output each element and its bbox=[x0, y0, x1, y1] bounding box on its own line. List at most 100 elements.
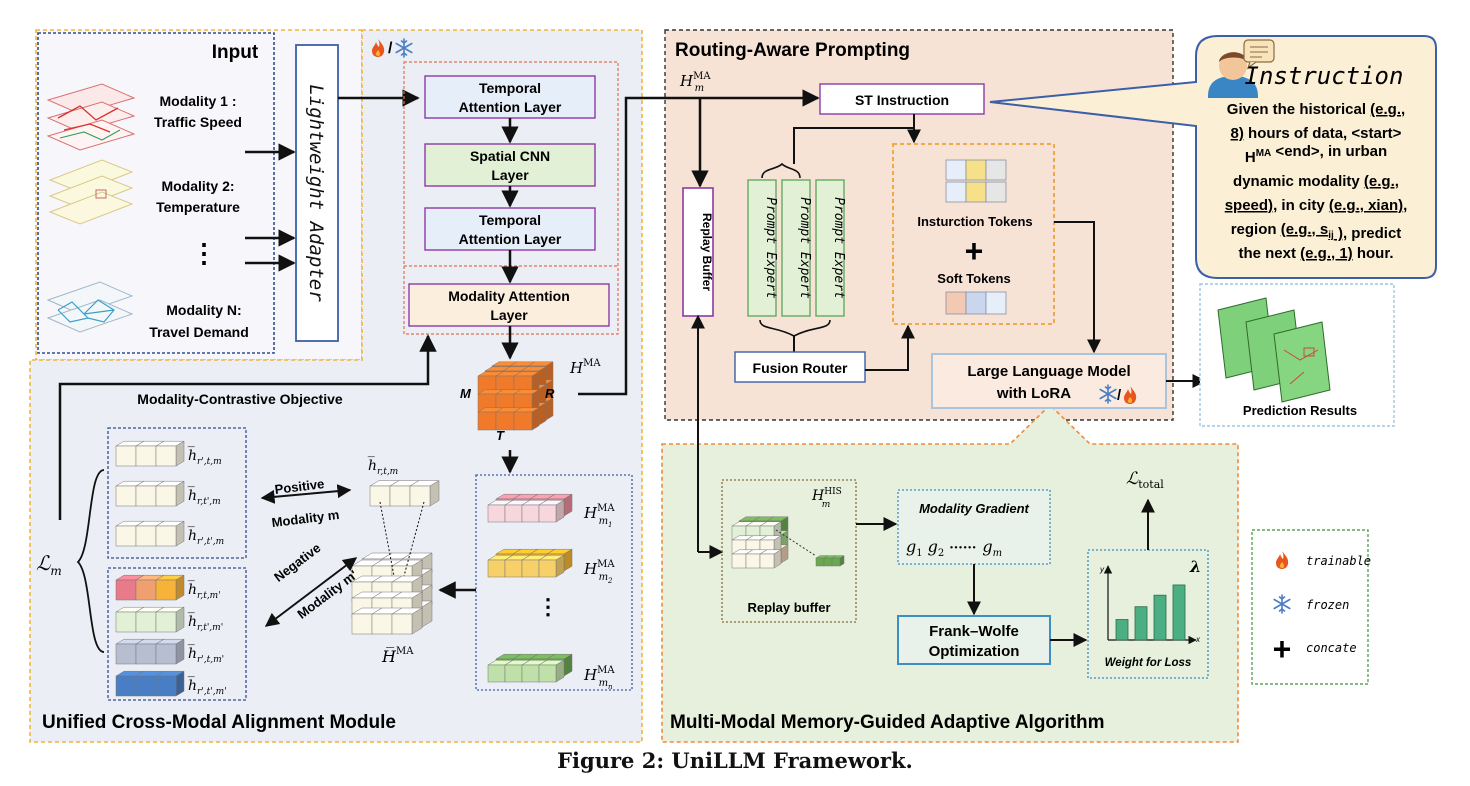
cube-m-label: M bbox=[460, 386, 472, 401]
modality-attention-layer bbox=[408, 283, 610, 327]
modality2-name: Temperature bbox=[156, 199, 240, 215]
soft-token bbox=[985, 291, 1007, 315]
modalityN-name: Travel Demand bbox=[149, 324, 249, 340]
sample-h-label: h̅r,t,m' bbox=[188, 579, 221, 601]
memory-cube bbox=[759, 549, 782, 569]
encoder-slash: / bbox=[388, 40, 393, 57]
modalityN-label: Modality N: bbox=[166, 302, 241, 318]
sample-cube bbox=[155, 574, 185, 601]
sample-h-label: h̅r',t',m' bbox=[188, 675, 227, 697]
replay-buffer-label: Replay buffer bbox=[747, 600, 830, 615]
svg-text:Layer: Layer bbox=[490, 307, 528, 323]
soft-token bbox=[945, 291, 967, 315]
temporal-attention-layer-1 bbox=[424, 75, 596, 119]
hma-stack-box bbox=[475, 474, 633, 691]
grid-cube bbox=[391, 607, 423, 635]
svg-text:y: y bbox=[1099, 565, 1105, 574]
cube-r-label: R bbox=[545, 386, 555, 401]
cube-t-label: T bbox=[496, 428, 505, 443]
svg-text:Attention Layer: Attention Layer bbox=[459, 99, 562, 115]
instruction-text: Given the historical (e.g.,8) hours of d… bbox=[1225, 101, 1408, 262]
svg-text:Spatial CNN: Spatial CNN bbox=[470, 148, 550, 164]
svg-text:Prompt Expert: Prompt Expert bbox=[797, 197, 812, 299]
routing-title: Routing-Aware Prompting bbox=[675, 40, 910, 61]
hma-label: HMA bbox=[569, 358, 601, 377]
sample-h-label: h̅r',t,m bbox=[188, 445, 222, 467]
modality2-label: Modality 2: bbox=[161, 178, 234, 194]
weight-bar bbox=[1153, 594, 1167, 641]
anchor-cube bbox=[409, 480, 440, 507]
fusion-router-box bbox=[734, 351, 866, 383]
tokens-box bbox=[892, 143, 1055, 325]
svg-text:ST Instruction: ST Instruction bbox=[855, 92, 949, 108]
sample-cube bbox=[155, 440, 185, 467]
alignment-title: Unified Cross-Modal Alignment Module bbox=[42, 712, 396, 733]
prompt-expert-1: Prompt Expert bbox=[747, 179, 778, 317]
instruction-line: HMA <end>, in urban bbox=[1245, 143, 1387, 166]
soft-token bbox=[965, 291, 987, 315]
replay-buffer-box bbox=[682, 187, 714, 317]
weight-bar bbox=[1115, 619, 1129, 641]
instruction-line: Given the historical (e.g., bbox=[1227, 101, 1405, 118]
anchor-h-label: h̅r,t,m bbox=[368, 455, 398, 477]
loss-m-label: ℒm bbox=[36, 551, 62, 578]
plus-icon: + bbox=[965, 233, 984, 269]
svg-text:Temporal: Temporal bbox=[479, 80, 541, 96]
stack-cube bbox=[538, 659, 565, 683]
weight-bars bbox=[1115, 584, 1186, 641]
figure-caption: Figure 2: UniLLM Framework. bbox=[557, 748, 913, 773]
replay-buffer-panel bbox=[721, 479, 857, 623]
modality1-label: Modality 1 : bbox=[159, 93, 236, 109]
weight-bar bbox=[1172, 584, 1186, 641]
temperature-map bbox=[48, 159, 134, 225]
instruction-token bbox=[985, 159, 1007, 181]
svg-text:Large Language Model: Large Language Model bbox=[967, 363, 1130, 380]
weight-for-loss-label: Weight for Loss bbox=[1105, 657, 1192, 669]
modality-gradient-box bbox=[897, 489, 1051, 565]
hma-to-st-arrow bbox=[578, 89, 820, 396]
total-loss-label: ℒtotal bbox=[1126, 469, 1164, 491]
instruction-line: the next (e.g., 1) hour. bbox=[1238, 245, 1393, 262]
memory-title: Multi-Modal Memory-Guided Adaptive Algor… bbox=[670, 712, 1105, 733]
cube-cell bbox=[513, 407, 540, 431]
lightweight-adapter-box bbox=[295, 44, 339, 342]
svg-text:Attention Layer: Attention Layer bbox=[459, 231, 562, 247]
input-title: Input bbox=[212, 42, 259, 63]
svg-text:Modality Gradient: Modality Gradient bbox=[919, 501, 1029, 516]
frank-wolfe-box bbox=[897, 615, 1051, 665]
legend-frozen: frozen bbox=[1306, 598, 1349, 612]
svg-text:Prompt Expert: Prompt Expert bbox=[831, 197, 846, 299]
sample-cube bbox=[155, 670, 185, 697]
svg-text:Prompt Expert: Prompt Expert bbox=[763, 197, 778, 299]
instruction-line: region (e.g., sij ), predict bbox=[1231, 221, 1402, 242]
instruction-title: Instruction bbox=[1245, 62, 1404, 90]
legend-concate: concate bbox=[1306, 641, 1357, 655]
stack-ellipsis: ⋮ bbox=[537, 594, 559, 619]
traffic-speed-map bbox=[46, 83, 136, 151]
svg-text:Replay Buffer: Replay Buffer bbox=[700, 213, 714, 291]
contrastive-feedback-arrow bbox=[58, 334, 437, 520]
stack-cube bbox=[538, 554, 565, 578]
sample-cube bbox=[155, 520, 185, 547]
soft-tokens-label: Soft Tokens bbox=[937, 271, 1010, 286]
memory-panel bbox=[661, 403, 1239, 743]
negative-arrow bbox=[264, 557, 358, 627]
lambda-label: λ bbox=[1189, 557, 1201, 576]
instruction-tokens-label: Insturction Tokens bbox=[917, 214, 1032, 229]
positive-samples-box bbox=[107, 427, 247, 559]
sample-cube bbox=[155, 606, 185, 633]
travel-demand-map bbox=[46, 281, 134, 333]
memory-small-cube bbox=[831, 555, 845, 567]
sample-cube bbox=[155, 480, 185, 507]
adapter-label: Lightweight Adapter bbox=[305, 84, 327, 302]
instruction-line: dynamic modality (e.g., bbox=[1233, 173, 1399, 190]
loss-brace bbox=[76, 469, 105, 653]
svg-text:/: / bbox=[1117, 387, 1122, 404]
positive-label: Positive bbox=[274, 476, 325, 497]
